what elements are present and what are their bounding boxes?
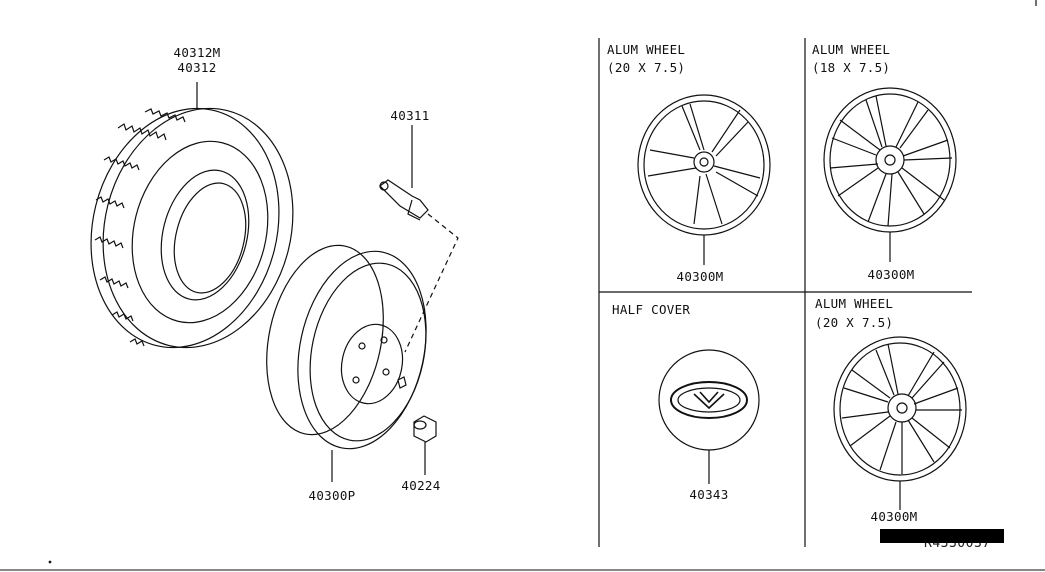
panel3-part-number[interactable]: 40343 <box>689 487 729 502</box>
valve-drawing <box>379 179 429 221</box>
panel4-title: ALUM WHEEL <box>815 296 894 311</box>
panel3-title: HALF COVER <box>612 302 691 317</box>
panel1-size: (20 X 7.5) <box>607 60 686 75</box>
panel1-title: ALUM WHEEL <box>607 42 686 57</box>
redaction-bar <box>880 529 1004 543</box>
spare-wheel-part-number[interactable]: 40300P <box>308 488 356 503</box>
panel2-size: (18 X 7.5) <box>812 60 891 75</box>
panel1-part-number[interactable]: 40300M <box>676 269 724 284</box>
tire-drawing <box>90 107 294 349</box>
valve-part-number[interactable]: 40311 <box>390 108 430 123</box>
wheel-nut-part-number[interactable]: 40224 <box>401 478 441 493</box>
tire-part-number-1[interactable]: 40312M <box>173 45 221 60</box>
panel1-wheel-drawing <box>637 94 771 236</box>
panel3-cover-drawing <box>658 349 760 451</box>
panel2-title: ALUM WHEEL <box>812 42 891 57</box>
panel4-wheel-drawing <box>833 336 967 482</box>
spare-wheel-drawing <box>266 244 427 450</box>
panel2-wheel-drawing <box>823 87 957 233</box>
panel2-part-number[interactable]: 40300M <box>867 267 915 282</box>
valve-dashed-line <box>404 213 459 353</box>
wheel-nut-drawing <box>413 415 437 443</box>
panel4-part-number[interactable]: 40300M <box>870 509 918 524</box>
tire-part-number-2[interactable]: 40312 <box>177 60 217 75</box>
panel4-size: (20 X 7.5) <box>815 315 894 330</box>
speck <box>48 560 52 564</box>
